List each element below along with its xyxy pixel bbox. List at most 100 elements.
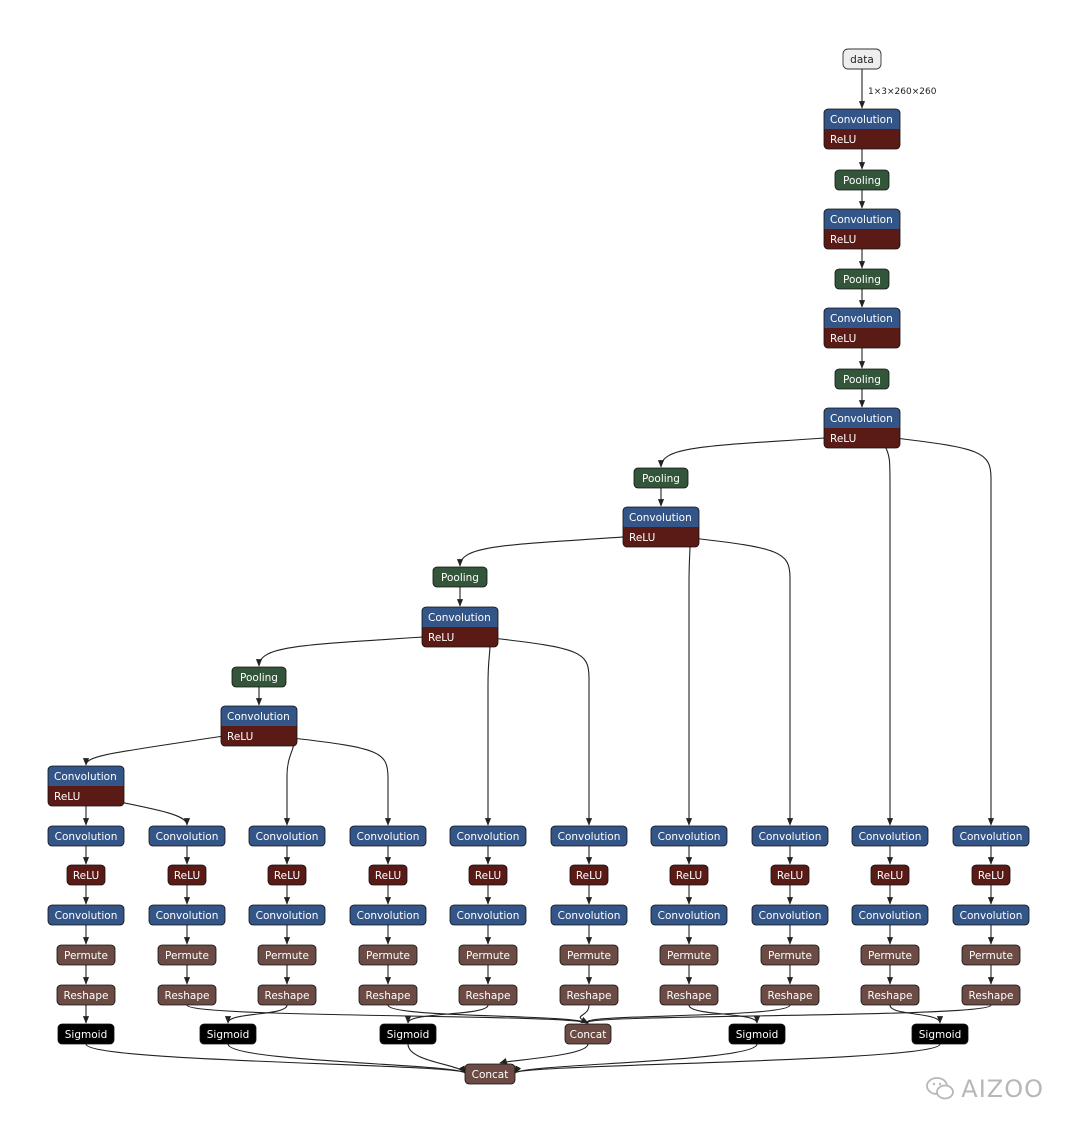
edge-b6-to-head-2 xyxy=(283,735,295,826)
head-permute-2[interactable]: Permute xyxy=(257,944,317,966)
sigmoid-node-3[interactable]: Sigmoid xyxy=(728,1023,786,1045)
head-relu-8[interactable]: ReLU xyxy=(870,864,910,886)
head-conv-b-2[interactable]: Convolution xyxy=(248,904,326,926)
head-conv-b-4[interactable]: Convolution xyxy=(449,904,527,926)
head-conv-b-2-label: Convolution xyxy=(256,910,319,922)
pooling-node-3[interactable]: Pooling xyxy=(834,368,890,390)
head-permute-3-label: Permute xyxy=(366,950,410,962)
conv-relu-block-4-conv-label: Convolution xyxy=(629,512,692,524)
head-conv-a-1[interactable]: Convolution xyxy=(148,825,226,847)
head-conv-b-0[interactable]: Convolution xyxy=(47,904,125,926)
head-permute-5[interactable]: Permute xyxy=(559,944,619,966)
edge-sigmoid-to-concat-2 xyxy=(407,1043,466,1074)
head-reshape-2[interactable]: Reshape xyxy=(257,984,317,1006)
head-conv-a-2[interactable]: Convolution xyxy=(248,825,326,847)
head-conv-a-8[interactable]: Convolution xyxy=(851,825,929,847)
head-conv-b-1-label: Convolution xyxy=(156,910,219,922)
head-relu-5[interactable]: ReLU xyxy=(569,864,609,886)
input-node-data[interactable]: data xyxy=(842,48,882,70)
input-node-label: data xyxy=(850,54,874,66)
head-conv-b-8-label: Convolution xyxy=(859,910,922,922)
head-conv-b-9[interactable]: Convolution xyxy=(952,904,1030,926)
sigmoid-node-1[interactable]: Sigmoid xyxy=(199,1023,257,1045)
head-relu-1[interactable]: ReLU xyxy=(167,864,207,886)
watermark: AIZOO xyxy=(925,1075,1044,1103)
head-conv-b-3[interactable]: Convolution xyxy=(349,904,427,926)
pooling-node-5[interactable]: Pooling xyxy=(432,566,488,588)
pooling-node-4[interactable]: Pooling xyxy=(633,467,689,489)
conv-relu-block-4-relu-label: ReLU xyxy=(629,532,655,544)
head-reshape-0[interactable]: Reshape xyxy=(56,984,116,1006)
head-reshape-8[interactable]: Reshape xyxy=(860,984,920,1006)
head-permute-7[interactable]: Permute xyxy=(760,944,820,966)
pooling-node-2-label: Pooling xyxy=(843,274,881,286)
head-reshape-9-label: Reshape xyxy=(969,990,1014,1002)
head-reshape-6[interactable]: Reshape xyxy=(659,984,719,1006)
head-relu-7[interactable]: ReLU xyxy=(770,864,810,886)
sigmoid-node-2[interactable]: Sigmoid xyxy=(379,1023,437,1045)
sigmoid-node-0[interactable]: Sigmoid xyxy=(57,1023,115,1045)
head-relu-6[interactable]: ReLU xyxy=(669,864,709,886)
head-permute-1[interactable]: Permute xyxy=(157,944,217,966)
head-relu-0[interactable]: ReLU xyxy=(66,864,106,886)
head-reshape-1[interactable]: Reshape xyxy=(157,984,217,1006)
head-permute-6-label: Permute xyxy=(667,950,711,962)
head-reshape-7-label: Reshape xyxy=(768,990,813,1002)
head-reshape-3[interactable]: Reshape xyxy=(358,984,418,1006)
head-conv-b-6[interactable]: Convolution xyxy=(650,904,728,926)
head-permute-3[interactable]: Permute xyxy=(358,944,418,966)
head-conv-b-4-label: Convolution xyxy=(457,910,520,922)
conv-relu-block-1-conv-label: Convolution xyxy=(830,214,893,226)
concat-node-top[interactable]: Concat xyxy=(564,1023,612,1045)
head-relu-9[interactable]: ReLU xyxy=(971,864,1011,886)
head-permute-8[interactable]: Permute xyxy=(860,944,920,966)
head-permute-4[interactable]: Permute xyxy=(458,944,518,966)
concat-node-bottom[interactable]: Concat xyxy=(464,1063,516,1085)
head-permute-4-label: Permute xyxy=(466,950,510,962)
sigmoid-node-1-label: Sigmoid xyxy=(207,1029,249,1041)
head-reshape-9[interactable]: Reshape xyxy=(961,984,1021,1006)
head-conv-a-9[interactable]: Convolution xyxy=(952,825,1030,847)
head-permute-0[interactable]: Permute xyxy=(56,944,116,966)
pooling-node-1[interactable]: Pooling xyxy=(834,169,890,191)
pooling-node-6-label: Pooling xyxy=(240,672,278,684)
head-conv-a-7[interactable]: Convolution xyxy=(751,825,829,847)
head-conv-a-3[interactable]: Convolution xyxy=(349,825,427,847)
head-relu-4[interactable]: ReLU xyxy=(468,864,508,886)
conv-relu-block-5-relu-label: ReLU xyxy=(428,632,454,644)
pooling-node-6[interactable]: Pooling xyxy=(231,666,287,688)
head-relu-3[interactable]: ReLU xyxy=(368,864,408,886)
head-conv-a-6[interactable]: Convolution xyxy=(650,825,728,847)
conv-relu-block-1-relu-label: ReLU xyxy=(830,234,856,246)
pooling-node-2[interactable]: Pooling xyxy=(834,268,890,290)
sigmoid-node-4[interactable]: Sigmoid xyxy=(911,1023,969,1045)
head-permute-2-label: Permute xyxy=(265,950,309,962)
head-conv-b-7[interactable]: Convolution xyxy=(751,904,829,926)
head-reshape-5[interactable]: Reshape xyxy=(559,984,619,1006)
head-conv-b-1[interactable]: Convolution xyxy=(148,904,226,926)
head-relu-2[interactable]: ReLU xyxy=(267,864,307,886)
pooling-node-1-label: Pooling xyxy=(843,175,881,187)
head-reshape-7[interactable]: Reshape xyxy=(760,984,820,1006)
head-reshape-3-label: Reshape xyxy=(366,990,411,1002)
head-conv-a-0[interactable]: Convolution xyxy=(47,825,125,847)
head-permute-9[interactable]: Permute xyxy=(961,944,1021,966)
head-conv-a-4[interactable]: Convolution xyxy=(449,825,527,847)
watermark-text: AIZOO xyxy=(961,1075,1044,1103)
head-reshape-4[interactable]: Reshape xyxy=(458,984,518,1006)
head-conv-a-5[interactable]: Convolution xyxy=(550,825,628,847)
head-conv-b-5[interactable]: Convolution xyxy=(550,904,628,926)
head-conv-b-8[interactable]: Convolution xyxy=(851,904,929,926)
head-permute-6[interactable]: Permute xyxy=(659,944,719,966)
conv-relu-block-3-conv-label: Convolution xyxy=(830,413,893,425)
head-permute-9-label: Permute xyxy=(969,950,1013,962)
edge-b4-to-head-7 xyxy=(691,537,794,826)
